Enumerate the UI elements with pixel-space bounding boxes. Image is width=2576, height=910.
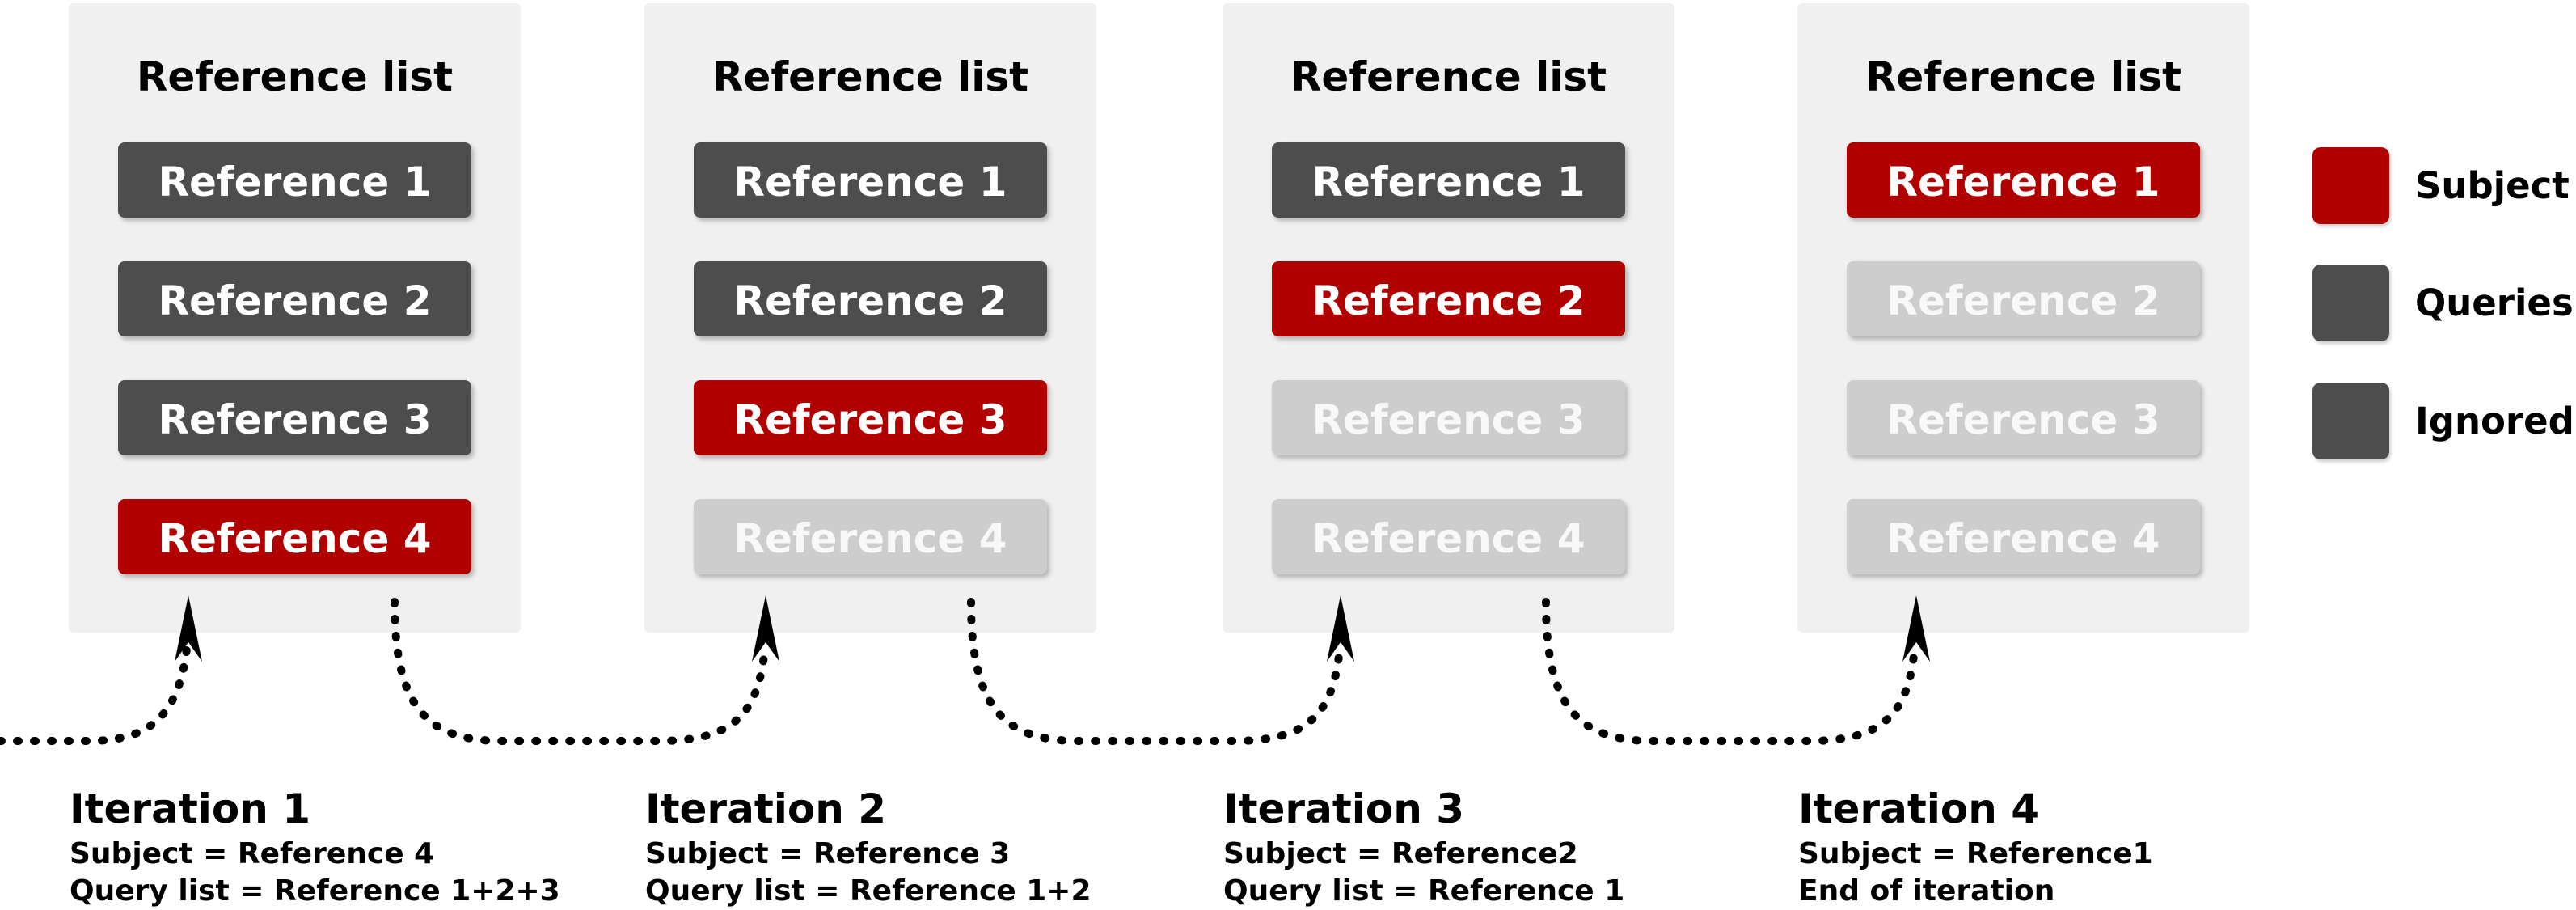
iteration-block-4: Iteration 4 Subject = Reference1 End of … — [1798, 789, 2316, 910]
reference-list-panel-1: Reference list Reference 1 Reference 2 R… — [69, 3, 521, 633]
reference-box: Reference 4 — [1847, 499, 2200, 574]
iteration-block-1: Iteration 1 Subject = Reference 4 Query … — [70, 789, 587, 910]
legend-item-queries: Queries — [2312, 265, 2574, 341]
panel-title: Reference list — [1864, 53, 2182, 100]
reference-box: Reference 1 — [694, 142, 1047, 218]
legend-label: Queries — [2415, 281, 2574, 324]
panel-title: Reference list — [136, 53, 454, 100]
legend-label: Subject — [2415, 164, 2570, 207]
subject-swatch-icon — [2312, 147, 2389, 224]
panel-title: Reference list — [1290, 53, 1607, 100]
reference-box: Reference 3 — [1847, 380, 2200, 455]
legend-label: Ignored — [2415, 400, 2574, 442]
iteration-query-line: Query list = Reference 1+2 — [645, 874, 1092, 908]
reference-box: Reference 4 — [694, 499, 1047, 574]
iteration-block-3: Iteration 3 Subject = Reference2 Query l… — [1223, 789, 1741, 910]
dashed-flow-path — [0, 645, 191, 745]
reference-list-panel-3: Reference list Reference 1 Reference 2 R… — [1223, 3, 1674, 633]
reference-list-panel-4: Reference list Reference 1 Reference 2 R… — [1797, 3, 2249, 633]
ignored-swatch-icon — [2312, 383, 2389, 459]
iteration-title: Iteration 4 — [1798, 785, 2039, 832]
iteration-title: Iteration 2 — [645, 785, 886, 832]
reference-box: Reference 2 — [118, 261, 471, 336]
iteration-query-line: End of iteration — [1798, 874, 2055, 908]
iteration-subject-line: Subject = Reference2 — [1223, 837, 1578, 870]
iteration-subject-line: Subject = Reference1 — [1798, 837, 2153, 870]
reference-box: Reference 3 — [1272, 380, 1625, 455]
reference-box: Reference 1 — [118, 142, 471, 218]
reference-box: Reference 3 — [118, 380, 471, 455]
reference-box: Reference 2 — [1847, 261, 2200, 336]
reference-box: Reference 2 — [694, 261, 1047, 336]
iteration-subject-line: Subject = Reference 4 — [70, 837, 435, 870]
panel-title: Reference list — [712, 53, 1029, 100]
reference-box: Reference 2 — [1272, 261, 1625, 336]
iteration-query-line: Query list = Reference 1 — [1223, 874, 1625, 908]
iteration-subject-line: Subject = Reference 3 — [645, 837, 1011, 870]
reference-box: Reference 1 — [1272, 142, 1625, 218]
legend-item-subject: Subject — [2312, 147, 2570, 224]
reference-list-panel-2: Reference list Reference 1 Reference 2 R… — [644, 3, 1096, 633]
reference-box: Reference 4 — [1272, 499, 1625, 574]
iteration-query-line: Query list = Reference 1+2+3 — [70, 874, 560, 908]
legend-item-ignored: Ignored — [2312, 383, 2574, 459]
reference-box: Reference 3 — [694, 380, 1047, 455]
reference-box: Reference 4 — [118, 499, 471, 574]
reference-box: Reference 1 — [1847, 142, 2200, 218]
iteration-title: Iteration 1 — [70, 785, 310, 832]
iteration-title: Iteration 3 — [1223, 785, 1464, 832]
iteration-block-2: Iteration 2 Subject = Reference 3 Query … — [645, 789, 1163, 910]
queries-swatch-icon — [2312, 265, 2389, 341]
